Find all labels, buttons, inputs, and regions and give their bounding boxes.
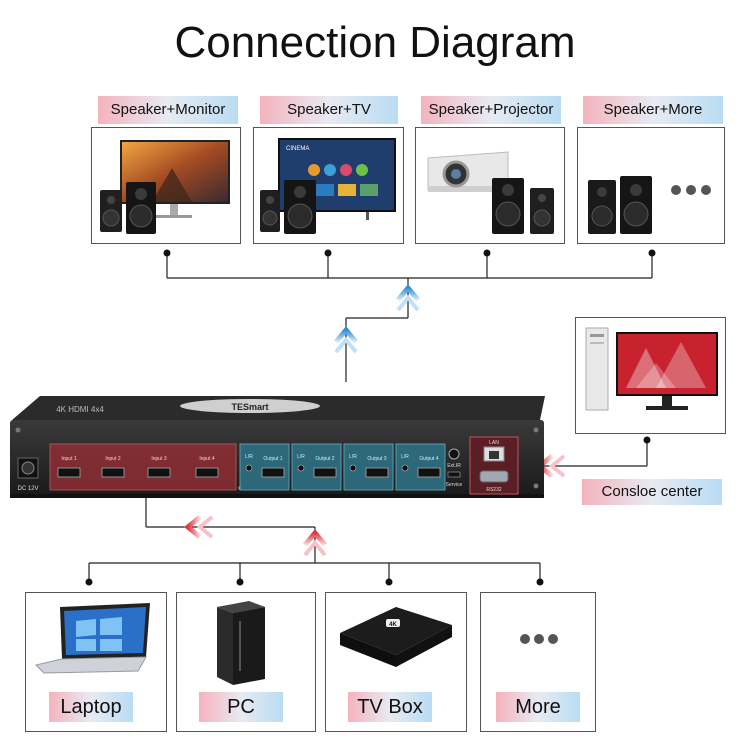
port-output-2: Output 2	[315, 456, 334, 462]
red-up-arrow-icon	[303, 529, 327, 557]
port-output-4: Output 4	[419, 456, 438, 462]
pc-tower-icon	[217, 601, 265, 685]
output-label-speaker-projector: Speaker+Projector	[421, 96, 561, 124]
console-center-label: Consloe center	[582, 479, 722, 505]
output-label-speaker-tv: Speaker+TV	[260, 96, 398, 124]
diagram-title: Connection Diagram	[174, 18, 576, 67]
port-lr-1: L/R	[245, 454, 253, 460]
console-box	[575, 317, 726, 434]
port-lan-label: LAN	[489, 440, 499, 446]
port-extir-label: Ext.IR	[447, 463, 461, 469]
port-lr-2: L/R	[297, 454, 305, 460]
input-label-laptop: Laptop	[49, 692, 133, 722]
port-output-1: Output 1	[263, 456, 282, 462]
tv-screen-text: CINEMA	[286, 146, 309, 152]
laptop-icon	[35, 603, 150, 674]
output-label-speaker-monitor: Speaker+Monitor	[98, 96, 238, 124]
desktop-monitor-illustration	[585, 327, 718, 411]
dc-power-label: DC 12V	[17, 486, 38, 492]
speaker-more-illustration	[588, 176, 711, 234]
projector-speaker-illustration	[427, 151, 554, 234]
output-box-more	[577, 127, 725, 244]
tv-speaker-illustration: CINEMA	[260, 138, 396, 234]
blue-up-arrow-icon	[396, 284, 420, 312]
output-box-tv: CINEMA	[253, 127, 404, 244]
tvbox-badge: 4K	[389, 622, 397, 628]
port-input-1: Input 1	[61, 456, 77, 462]
ellipsis-icon	[671, 185, 681, 195]
device-model-plate: 4K HDMI 4x4	[56, 405, 104, 414]
input-label-more: More	[496, 692, 580, 722]
device-brand: TESmart	[231, 402, 268, 412]
blue-up-arrow-icon	[334, 326, 358, 354]
input-label-tvbox: TV Box	[348, 692, 432, 722]
port-input-2: Input 2	[105, 456, 121, 462]
port-lr-3: L/R	[349, 454, 357, 460]
port-input-3: Input 3	[151, 456, 167, 462]
port-output-3: Output 3	[367, 456, 386, 462]
port-service-label: Service	[446, 482, 463, 488]
monitor-speaker-illustration	[100, 140, 230, 234]
tv-box-icon: 4K	[340, 607, 452, 667]
red-left-arrow-icon	[184, 515, 214, 539]
output-box-projector	[415, 127, 565, 244]
output-label-speaker-more: Speaker+More	[583, 96, 723, 124]
port-input-4: Input 4	[199, 456, 215, 462]
port-rs232-label: RS232	[486, 487, 502, 493]
ellipsis-icon	[520, 634, 558, 644]
hdmi-matrix-device: TESmart 4K HDMI 4x4 DC 12V Input 1 Input…	[10, 396, 545, 498]
output-box-monitor	[91, 127, 241, 244]
input-label-pc: PC	[199, 692, 283, 722]
port-lr-4: L/R	[401, 454, 409, 460]
